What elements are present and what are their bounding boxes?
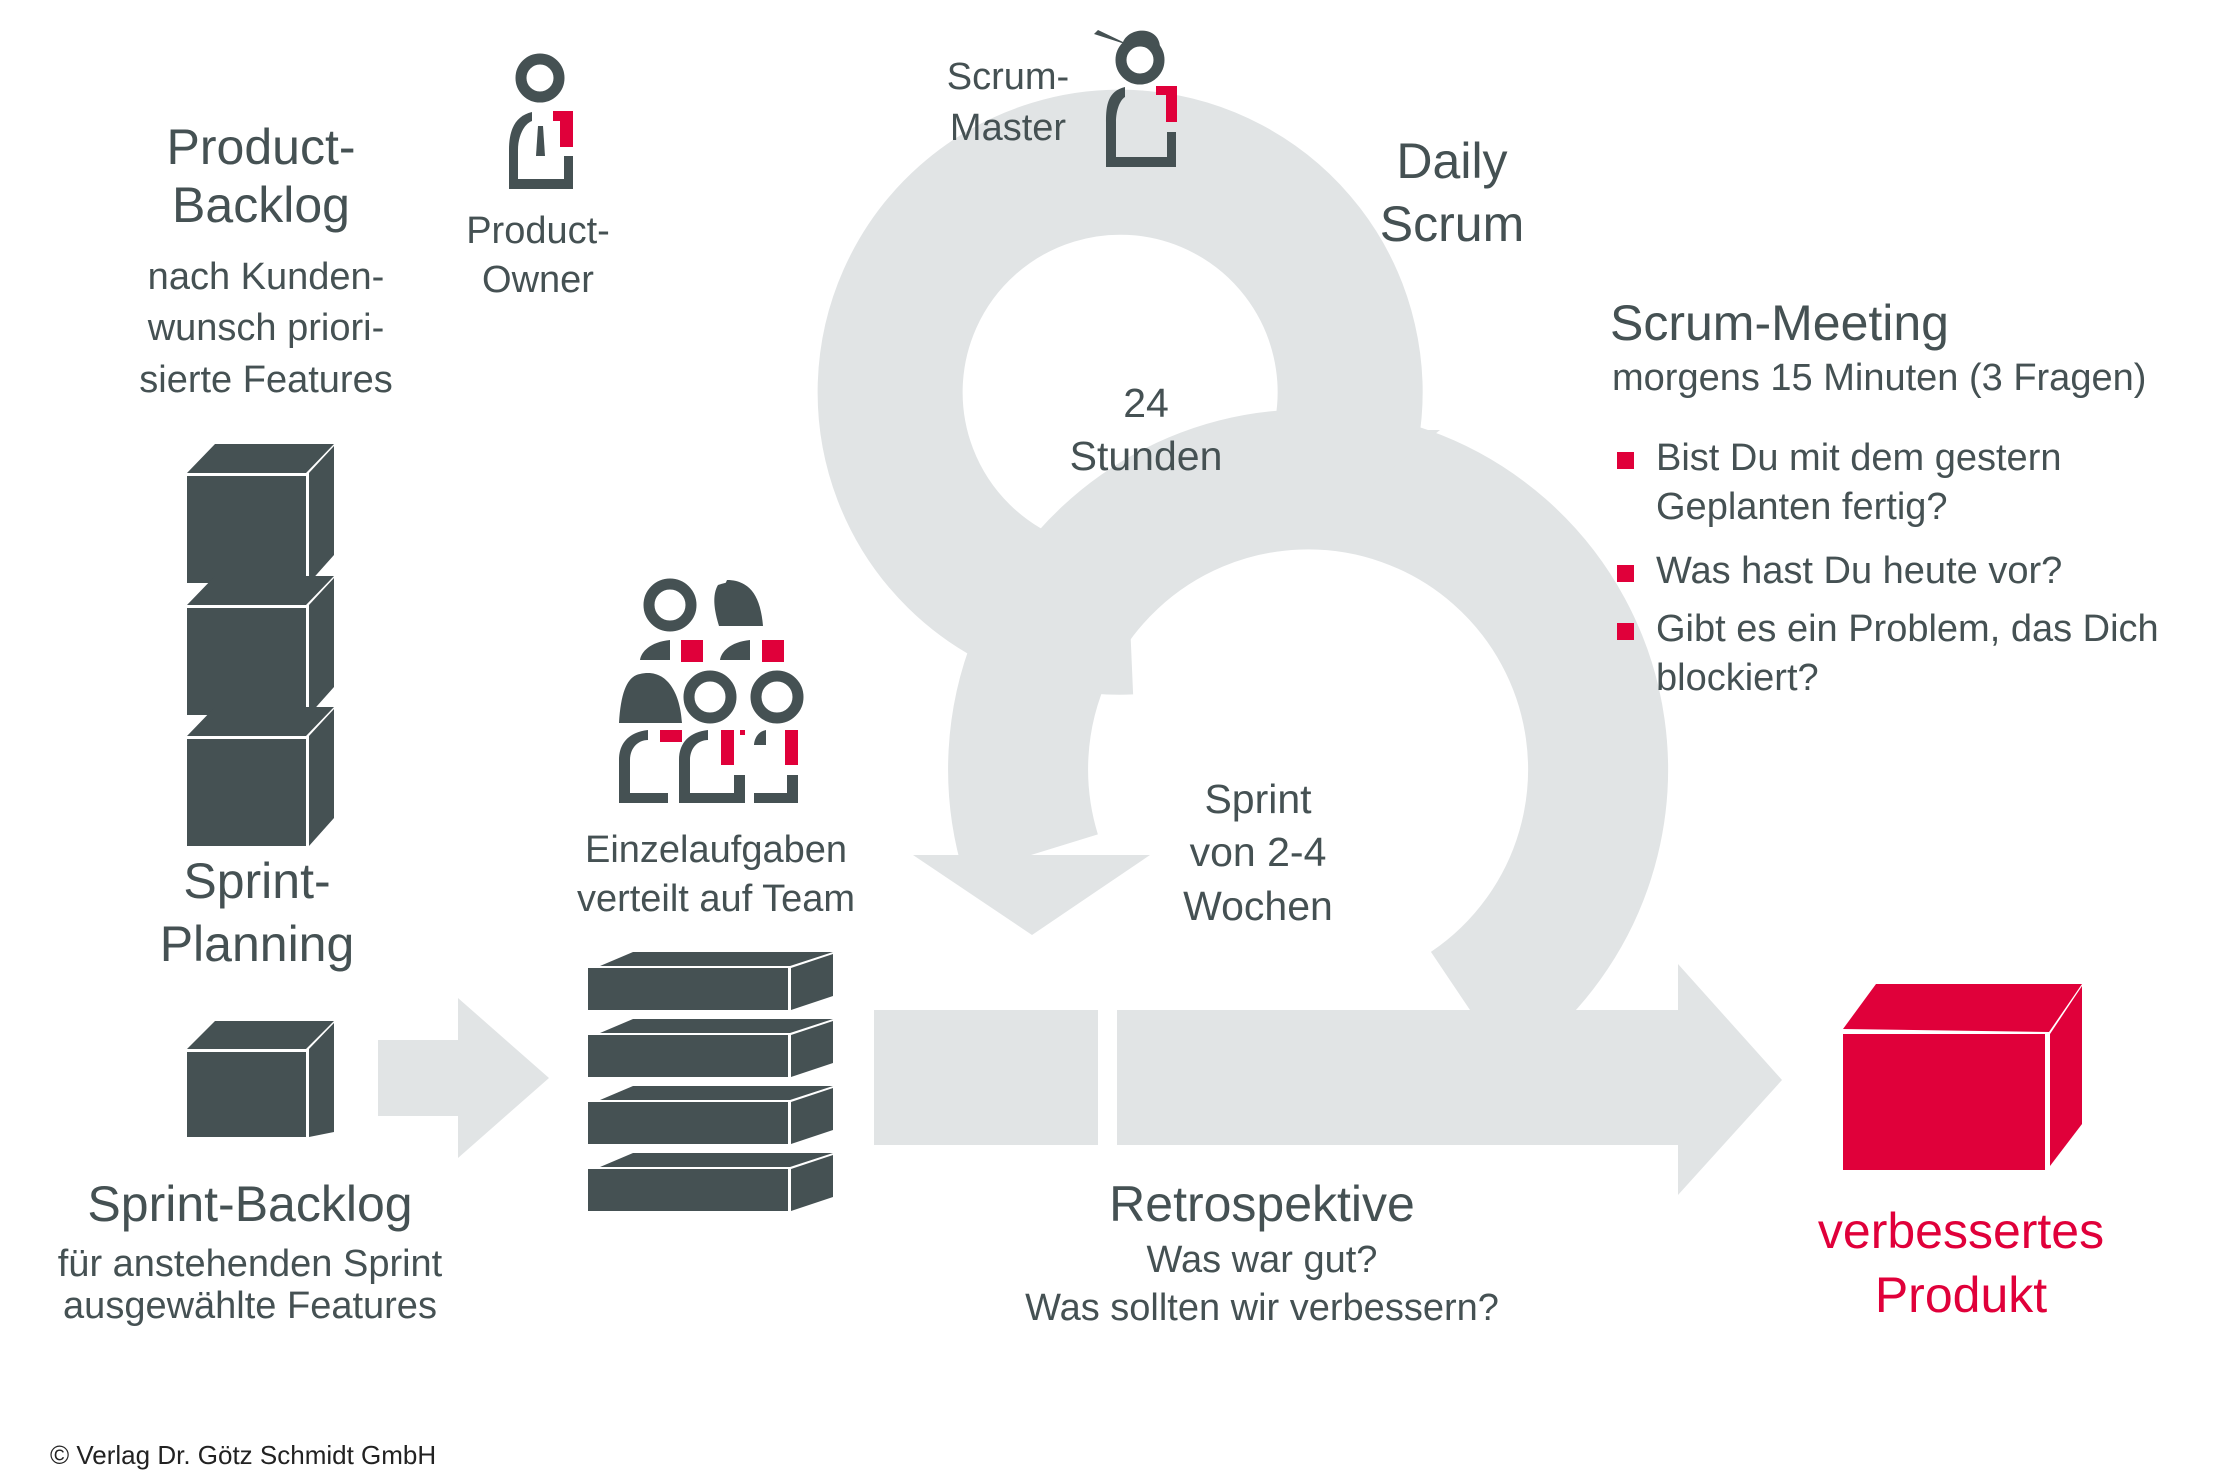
meeting-question-line: Geplanten fertig?	[1656, 486, 1948, 529]
sprint-cycle-label: Sprint von 2-4 Wochen	[1183, 773, 1333, 933]
scrum-flow	[874, 964, 1782, 1195]
sprint-arrowhead	[913, 855, 1150, 935]
daily-scrum-title: Daily Scrum	[1380, 130, 1524, 255]
backlog-box	[187, 444, 334, 583]
daily-cycle-label: 24 Stunden	[1070, 377, 1223, 484]
flow-arrowheads	[913, 430, 1440, 935]
sprint-backlog-subtitle: für anstehenden Sprint ausgewählte Featu…	[57, 1243, 443, 1328]
sprint-backlog-sub-line: ausgewählte Features	[63, 1284, 437, 1327]
flow-bar-left	[874, 1010, 1098, 1145]
bullet-icon	[1617, 623, 1634, 640]
task-slab	[588, 1086, 833, 1144]
daily-scrum-title-line: Daily	[1396, 133, 1508, 189]
product-backlog-sub-line: nach Kunden-	[147, 256, 385, 298]
sprint-planning-title-line: Sprint-	[183, 853, 331, 909]
retrospektive-subtitle: Was war gut? Was sollten wir verbessern?	[1025, 1237, 1499, 1332]
daily-cycle-line: 24	[1123, 380, 1169, 426]
retrospektive-sub-line: Was war gut?	[1146, 1239, 1378, 1281]
sprint-cycle-line: Sprint	[1204, 776, 1312, 822]
sprint-box	[187, 1021, 334, 1137]
daily-scrum-title-line: Scrum	[1379, 195, 1525, 252]
meeting-question: Bist Du mit dem gestern Geplanten fertig…	[1656, 434, 2061, 533]
sprint-backlog-title: Sprint-Backlog	[87, 1176, 413, 1232]
task-slabs	[588, 952, 833, 1211]
daily-cycle-line: Stunden	[1069, 433, 1223, 480]
planning-arrow	[378, 998, 549, 1158]
sprint-backlog-sub-line: für anstehenden Sprint	[57, 1243, 443, 1285]
result-label-line: verbessertes	[1817, 1203, 2105, 1259]
team-label-line: Einzelaufgaben	[584, 829, 847, 871]
sprint-cycle-line: Wochen	[1183, 882, 1333, 929]
scrum-master-label-line: Scrum-	[946, 56, 1070, 98]
bullet-icon	[1617, 565, 1634, 582]
meeting-question: Was hast Du heute vor?	[1656, 547, 2062, 596]
retrospektive-sub-line: Was sollten wir verbessern?	[1025, 1286, 1499, 1329]
bullet-icon	[1617, 452, 1634, 469]
meeting-question-line: blockiert?	[1656, 657, 1819, 700]
flow-arcs	[817, 89, 1669, 1068]
product-backlog-sub-line: wunsch priori-	[147, 307, 385, 350]
task-slab	[588, 1019, 833, 1077]
scrum-master-label: Scrum- Master	[947, 52, 1069, 155]
team-label-line: verteilt auf Team	[576, 878, 856, 921]
product-backlog-title-line: Backlog	[172, 177, 350, 233]
backlog-box	[187, 576, 334, 715]
retrospektive-title: Retrospektive	[1109, 1176, 1415, 1232]
product-owner-label-line: Product-	[466, 210, 610, 252]
product-owner-label-line: Owner	[482, 259, 594, 302]
flow-arrow-right	[1117, 964, 1782, 1195]
product-backlog-title-line: Product-	[166, 119, 356, 175]
sprint-planning-title: Sprint- Planning	[160, 850, 355, 975]
scrum-master-label-line: Master	[949, 107, 1067, 150]
result-label: verbessertes Produkt	[1818, 1199, 2104, 1327]
backlog-box	[187, 707, 334, 846]
task-slab	[588, 1153, 833, 1211]
product-cube-icon	[1843, 984, 2082, 1170]
scrum-meeting-title: Scrum-Meeting	[1610, 295, 1949, 351]
team-icon	[619, 578, 804, 803]
product-owner-label: Product- Owner	[466, 207, 610, 306]
product-backlog-sub-line: sierte Features	[139, 358, 393, 401]
product-backlog-subtitle: nach Kunden- wunsch priori- sierte Featu…	[139, 252, 392, 406]
daily-arc	[817, 89, 1423, 695]
scrum-meeting-subtitle: morgens 15 Minuten (3 Fragen)	[1612, 357, 2147, 399]
person-cap-icon	[1094, 30, 1177, 167]
meeting-question: Gibt es ein Problem, das Dich blockiert?	[1656, 605, 2159, 704]
daily-arrowhead	[1210, 430, 1440, 510]
meeting-question-line: Gibt es ein Problem, das Dich	[1656, 608, 2159, 650]
result-label-line: Produkt	[1874, 1267, 2048, 1323]
team-label: Einzelaufgaben verteilt auf Team	[577, 826, 855, 925]
copyright-footer: © Verlag Dr. Götz Schmidt GmbH	[50, 1440, 437, 1470]
meeting-question-line: Was hast Du heute vor?	[1656, 550, 2063, 592]
person-tie-icon	[509, 53, 573, 189]
task-slab	[588, 952, 833, 1010]
sprint-cycle-line: von 2-4	[1189, 829, 1327, 876]
sprint-planning-title-line: Planning	[159, 915, 355, 972]
backlog-boxes	[187, 444, 334, 846]
meeting-question-line: Bist Du mit dem gestern	[1656, 437, 2062, 479]
product-backlog-title: Product- Backlog	[167, 118, 356, 234]
